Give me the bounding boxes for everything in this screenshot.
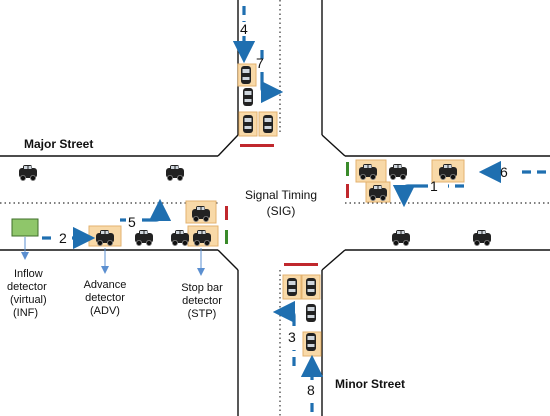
movement-number: 3: [288, 329, 296, 345]
flow-arrows: [42, 6, 546, 412]
movement-number: 5: [128, 214, 136, 230]
inflow-detector-label: Inflow detector (virtual) (INF): [7, 268, 47, 319]
svg-text:Advance: Advance: [84, 279, 127, 291]
signal-bar-icon: [240, 144, 274, 147]
car-icon: [18, 164, 38, 182]
signal-bar-icon: [346, 162, 349, 176]
svg-text:(ADV): (ADV): [90, 305, 120, 317]
signal-bar-icon: [346, 184, 349, 198]
svg-text:(virtual): (virtual): [10, 294, 47, 306]
car-icon: [306, 333, 316, 351]
signal-bars: [225, 144, 349, 266]
signal-timing-label: Signal Timing: [245, 188, 317, 202]
svg-text:Inflow: Inflow: [14, 268, 43, 280]
car-icon: [391, 229, 411, 247]
movement-number: 7: [256, 55, 264, 71]
car-icon: [170, 229, 190, 247]
car-icon: [306, 304, 316, 322]
flow-arrow-icon: [260, 72, 284, 104]
svg-text:detector: detector: [7, 281, 47, 293]
movement-number: 6: [500, 164, 508, 180]
car-icon: [241, 66, 251, 84]
movement-number: 1: [430, 178, 438, 194]
signal-bar-icon: [225, 206, 228, 220]
svg-text:(INF): (INF): [13, 307, 38, 319]
inflow-detector-icon: [11, 218, 39, 237]
movement-number: 8: [307, 382, 315, 398]
signal-bar-icon: [225, 230, 228, 244]
movement-number: 2: [59, 230, 67, 246]
car-icon: [388, 163, 408, 181]
stopbar-detector-label: Stop bar detector (STP): [181, 282, 223, 320]
advance-detector-label: Advance detector (ADV): [84, 279, 127, 317]
flow-arrow-icon: [142, 198, 172, 222]
major-street-label: Major Street: [24, 137, 93, 151]
flow-arrow-icon: [272, 300, 296, 326]
car-icon: [134, 229, 154, 247]
car-icon: [165, 164, 185, 182]
detector-pointers: [21, 237, 205, 276]
signal-timing-abbrev: (SIG): [267, 204, 296, 218]
car-icon: [306, 278, 316, 296]
car-icon: [263, 115, 273, 133]
car-icon: [287, 278, 297, 296]
svg-text:detector: detector: [85, 292, 125, 304]
car-icon: [472, 229, 492, 247]
svg-text:(STP): (STP): [188, 308, 217, 320]
svg-text:detector: detector: [182, 295, 222, 307]
minor-street-label: Minor Street: [335, 377, 405, 391]
flow-arrow-icon: [392, 184, 428, 208]
car-icon: [243, 115, 253, 133]
svg-text:Stop bar: Stop bar: [181, 282, 223, 294]
movement-number: 4: [240, 21, 248, 37]
car-icon: [243, 88, 253, 106]
movement-numbers: 1 2 3 4 5 6 7 8: [59, 21, 508, 398]
signal-bar-icon: [284, 263, 318, 266]
